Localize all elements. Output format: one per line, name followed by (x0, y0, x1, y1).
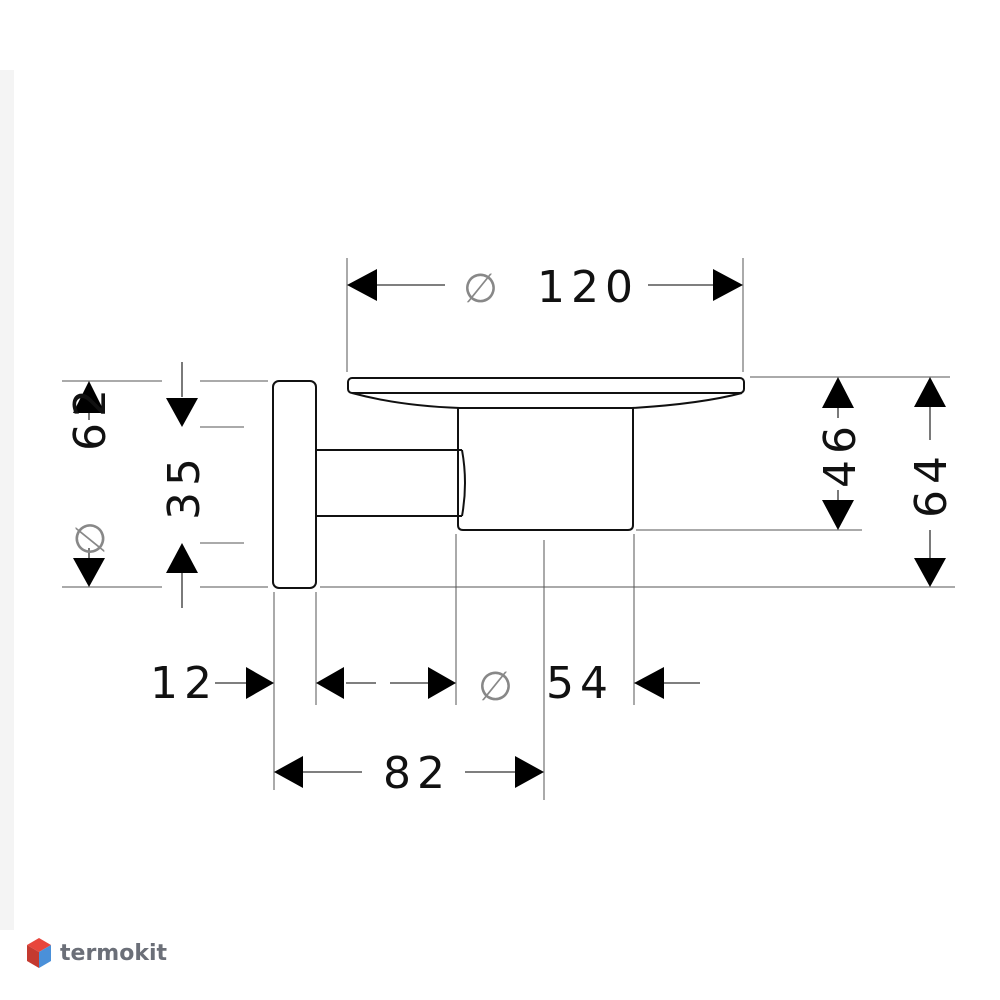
soap-dish-underside (351, 392, 743, 409)
left-edge-strip (0, 70, 14, 930)
arrow-64-top (914, 377, 946, 407)
termokit-logo-icon (27, 938, 51, 968)
label-54: 54 (546, 658, 614, 709)
arrow-46-top (822, 377, 854, 408)
arrow-120-left (347, 269, 377, 301)
arrow-62-top (73, 381, 105, 413)
arrow-54-left (428, 667, 456, 699)
arrow-62-bottom (73, 558, 105, 587)
arrow-46-bottom (822, 500, 854, 530)
arrow-12-right (316, 667, 344, 699)
extension-lines (62, 258, 955, 800)
dimension-lines (88, 284, 931, 773)
diameter-symbol-120: ∅ (463, 266, 498, 312)
arrow-35-top (166, 398, 198, 427)
label-12: 12 (150, 658, 218, 709)
label-46: 46 (815, 420, 866, 488)
termokit-watermark: termokit (60, 941, 168, 966)
arrow-12-left (246, 667, 274, 699)
label-82: 82 (383, 748, 451, 799)
product-outline (272, 377, 745, 589)
label-120: 120 (537, 262, 639, 313)
arm-joint-curve (461, 449, 466, 517)
arrow-82-left (274, 756, 303, 788)
arrowheads (73, 269, 946, 788)
arrow-82-right (515, 756, 544, 788)
diameter-symbol-54: ∅ (478, 664, 513, 710)
wall-flange (272, 380, 317, 589)
arrow-64-bottom (914, 558, 946, 587)
soap-dish-plate (347, 377, 745, 394)
holder-cylinder (457, 407, 634, 531)
arrow-54-right (634, 667, 664, 699)
diameter-symbol-62: ∅ (68, 521, 114, 556)
arrow-120-right (713, 269, 743, 301)
dimension-labels: ∅ 120 62 ∅ 35 46 64 12 ∅ 54 82 (65, 262, 957, 799)
label-35: 35 (159, 452, 210, 520)
arrow-35-bottom (166, 543, 198, 573)
label-64: 64 (906, 450, 957, 518)
label-62: 62 (65, 383, 116, 451)
